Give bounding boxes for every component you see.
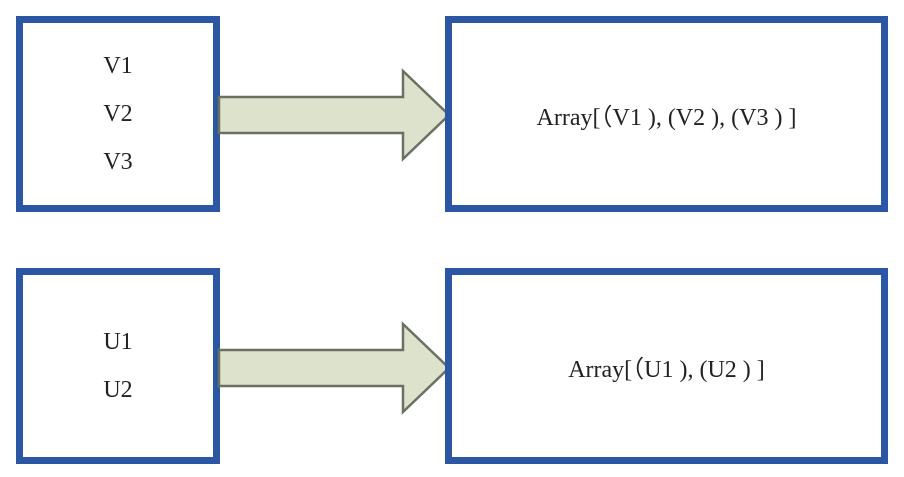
target-box-u-array: Array[（U1 ), (U2 ) ]: [445, 268, 888, 464]
target-box-v-array: Array[（V1 ), (V2 ), (V3 ) ]: [445, 16, 888, 212]
source-box-u: U1 U2: [16, 268, 220, 464]
source-item-u2: U2: [103, 377, 133, 403]
right-arrow-icon: [217, 68, 451, 162]
target-array-text: Array[（U1 ), (U2 ) ]: [568, 356, 765, 383]
target-array-text: Array[（V1 ), (V2 ), (V3 ) ]: [536, 104, 797, 131]
source-item-v1: V1: [103, 53, 133, 79]
source-item-v3: V3: [103, 149, 133, 175]
source-box-v: V1 V2 V3: [16, 16, 220, 212]
source-item-v2: V2: [103, 101, 133, 127]
right-arrow-icon: [217, 321, 451, 415]
source-item-u1: U1: [103, 329, 133, 355]
